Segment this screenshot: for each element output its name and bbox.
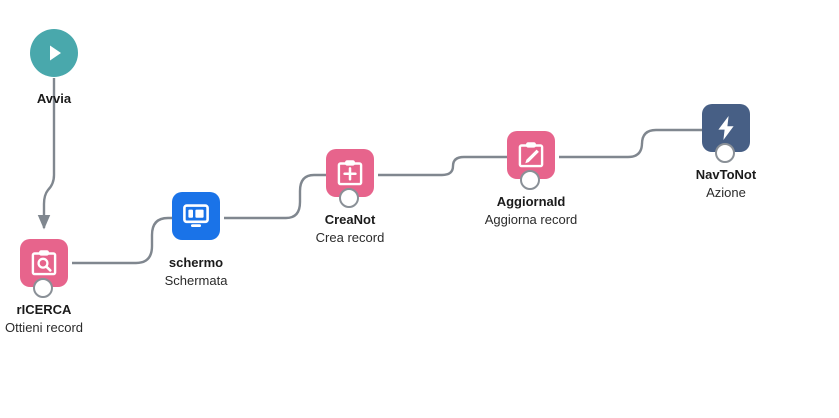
node-navtonot-title: NavToNot [695, 167, 757, 182]
node-navtonot-shape[interactable] [702, 104, 750, 163]
play-icon[interactable] [30, 29, 78, 77]
node-avvia[interactable]: Avvia [0, 29, 124, 106]
node-creanot-title: CreaNot [324, 212, 376, 227]
node-ricerca-status-badge[interactable] [33, 278, 53, 298]
node-navtonot-subtitle: Azione [706, 185, 746, 200]
screen-icon[interactable] [172, 192, 220, 240]
node-ricerca-subtitle: Ottieni record [4, 320, 84, 335]
node-avvia-labels: Avvia [0, 91, 124, 106]
node-aggiornaid-subtitle: Aggiorna record [484, 212, 578, 227]
node-aggiornaid-shape[interactable] [507, 131, 555, 190]
node-schermo-subtitle: Schermata [164, 273, 228, 288]
node-schermo-title: schermo [168, 255, 224, 270]
node-ricerca-labels: rICERCA Ottieni record [0, 301, 114, 337]
node-ricerca-shape[interactable] [20, 239, 68, 298]
node-aggiornaid-status-badge[interactable] [520, 170, 540, 190]
node-aggiornaid-title: AggiornaId [496, 194, 566, 209]
node-avvia-shape[interactable] [30, 29, 78, 77]
node-ricerca-title: rICERCA [16, 302, 72, 317]
node-creanot-shape[interactable] [326, 149, 374, 208]
node-schermo-shape[interactable] [172, 192, 220, 240]
node-creanot-status-badge[interactable] [339, 188, 359, 208]
node-navtonot-status-badge[interactable] [715, 143, 735, 163]
node-creanot-subtitle: Crea record [315, 230, 385, 245]
node-ricerca[interactable]: rICERCA Ottieni record [0, 239, 114, 337]
node-avvia-title: Avvia [36, 91, 72, 106]
